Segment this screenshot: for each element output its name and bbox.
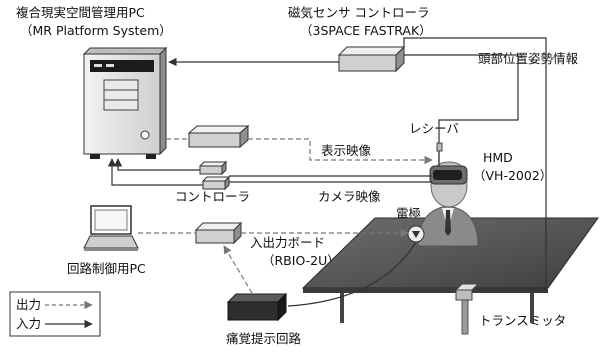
sensor-subtitle: （3SPACE FASTRAK）: [300, 23, 432, 38]
camera-video-label: カメラ映像: [318, 189, 381, 204]
control-pc-laptop: [83, 205, 139, 251]
io-board-model-label: （RBIO-2U）: [262, 253, 340, 268]
transmitter: [454, 283, 480, 335]
hmd-label: HMD: [483, 150, 513, 165]
hmd-device: [429, 142, 468, 185]
receiver-label: レシーバ: [409, 121, 459, 136]
pain-circuit-label: 痛覚提示回路: [226, 331, 302, 346]
display-box: [187, 124, 250, 149]
display-video-label: 表示映像: [321, 143, 372, 158]
legend: 出力 入力: [9, 291, 101, 337]
sensor-title: 磁気センサ コントローラ: [288, 5, 429, 20]
head-info-label: 頭部位置姿勢情報: [478, 51, 579, 66]
control-pc-label: 回路制御用PC: [67, 261, 146, 276]
io-board-box: [194, 221, 243, 245]
electrode-to-pain-line: [287, 241, 417, 307]
pc-subtitle: （MR Platform System）: [20, 23, 172, 38]
receiver-line: [404, 54, 519, 143]
display-video-line: [248, 138, 433, 165]
legend-input-label: 入力: [16, 316, 41, 331]
transmitter-label: トランスミッタ: [479, 313, 566, 328]
sensor-controller-box: [337, 45, 406, 73]
controller2-to-pc-line: [107, 158, 203, 186]
pain-to-io-line: [223, 245, 253, 294]
hmd-controller-boxes: [198, 160, 231, 191]
electrode: [407, 225, 425, 243]
electrode-label: 電極: [396, 206, 421, 221]
pc-title: 複合現実空間管理用PC: [16, 5, 145, 20]
receiver-sensor: [436, 142, 443, 152]
controller-label: コントローラ: [175, 189, 250, 204]
io-board-label: 入出力ボード: [250, 235, 325, 250]
hmd-model-label: （VH-2002）: [473, 168, 552, 183]
controller-to-pc-line: [113, 158, 200, 171]
mr-platform-pc: [82, 46, 168, 159]
pain-circuit-box: [226, 292, 288, 322]
head-info-line: [403, 37, 547, 290]
legend-output-label: 出力: [16, 297, 41, 312]
